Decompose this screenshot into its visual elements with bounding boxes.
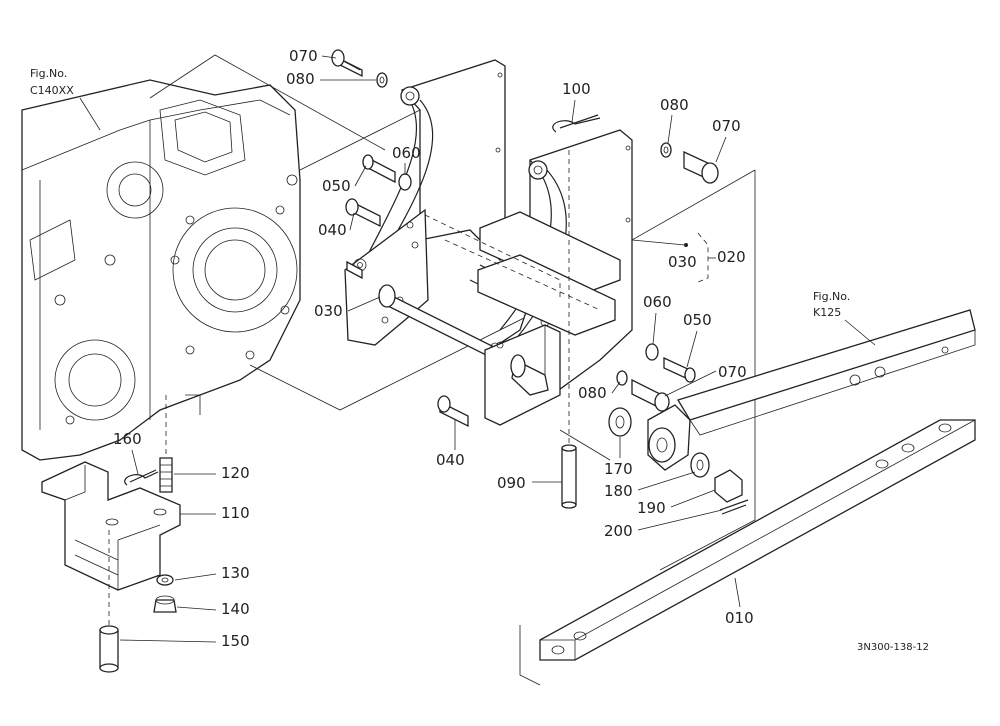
transmission-housing xyxy=(21,79,301,461)
bolt-030-left xyxy=(346,260,363,280)
callout-label: 040 xyxy=(318,221,347,239)
figure-ref-line2: C140XX xyxy=(30,84,74,97)
nut-060-right xyxy=(645,343,659,361)
callout-label: 070 xyxy=(718,363,747,381)
drawing-code: 3N300-138-12 xyxy=(857,642,929,653)
support-bracket-110 xyxy=(41,461,181,591)
callout-label: 020 xyxy=(717,248,746,266)
clip-pin-100 xyxy=(552,114,601,133)
stud-120 xyxy=(159,395,173,493)
frame-line xyxy=(559,429,611,461)
washer-170 xyxy=(608,407,632,437)
callout-label: 010 xyxy=(725,609,754,627)
callout-label: 120 xyxy=(221,464,250,482)
callout-label: 110 xyxy=(221,504,250,522)
callout-label: 030 xyxy=(314,302,343,320)
frame-line xyxy=(249,299,561,411)
callout-label: 060 xyxy=(643,293,672,311)
bolt-050-right xyxy=(663,356,696,383)
figure-ref-drawbar: Fig.No. K125 xyxy=(813,290,876,346)
callout-label: 080 xyxy=(578,384,607,402)
nut-190 xyxy=(714,469,743,503)
washer-080-middle xyxy=(616,370,628,386)
callout-dot xyxy=(684,243,688,247)
callout-label: 050 xyxy=(683,311,712,329)
washer-080-top xyxy=(376,72,388,88)
callout-label: 140 xyxy=(221,600,250,618)
frame-line xyxy=(659,170,756,571)
callouts: 070 080 100 080 070 060 050 040 030 020 … xyxy=(113,47,754,650)
center-spacer-blocks xyxy=(424,211,621,336)
callout-label: 050 xyxy=(322,177,351,195)
washer-130 xyxy=(156,574,174,586)
bolt-070-top xyxy=(331,49,363,78)
figure-ref-line1: Fig.No. xyxy=(813,290,850,303)
pin-090 xyxy=(561,150,577,509)
drawbar-010 xyxy=(519,419,976,686)
left-bracket-plate xyxy=(344,208,429,346)
washer-190 xyxy=(690,452,710,478)
callout-label: 170 xyxy=(604,460,633,478)
lower-bracket-block xyxy=(484,324,561,426)
callout-label: 190 xyxy=(637,499,666,517)
bolt-040-lower xyxy=(437,395,469,428)
callout-label: 060 xyxy=(392,144,421,162)
figure-ref-transmission: Fig.No. C140XX xyxy=(30,67,101,131)
callout-label: 160 xyxy=(113,430,142,448)
frame-line xyxy=(299,109,421,171)
figure-ref-line2: K125 xyxy=(813,306,841,319)
drawbar-arm xyxy=(677,309,976,436)
frame-line xyxy=(149,54,386,151)
nut-140 xyxy=(153,595,177,613)
bolt-040-left xyxy=(345,198,381,228)
callout-label: 040 xyxy=(436,451,465,469)
bolt-070-right xyxy=(683,150,719,184)
callout-label: 100 xyxy=(562,80,591,98)
bolt-070-middle xyxy=(631,378,670,412)
pin-150 xyxy=(99,530,119,673)
cotter-pin-200 xyxy=(719,499,749,515)
figure-ref-line1: Fig.No. xyxy=(30,67,67,80)
callout-label: 180 xyxy=(604,482,633,500)
callout-label: 090 xyxy=(497,474,526,492)
clip-pin-160 xyxy=(124,469,159,486)
swivel-head-180 xyxy=(647,404,691,471)
callout-label: 130 xyxy=(221,564,250,582)
bolt-050-left xyxy=(362,154,396,184)
callout-label: 070 xyxy=(289,47,318,65)
callout-label: 080 xyxy=(286,70,315,88)
callout-label: 030 xyxy=(668,253,697,271)
nut-060-left xyxy=(398,173,412,191)
callout-label: 080 xyxy=(660,96,689,114)
callout-label: 150 xyxy=(221,632,250,650)
washer-080-right xyxy=(660,142,672,158)
callout-label: 070 xyxy=(712,117,741,135)
callout-label: 200 xyxy=(604,522,633,540)
frame-line xyxy=(631,169,756,241)
